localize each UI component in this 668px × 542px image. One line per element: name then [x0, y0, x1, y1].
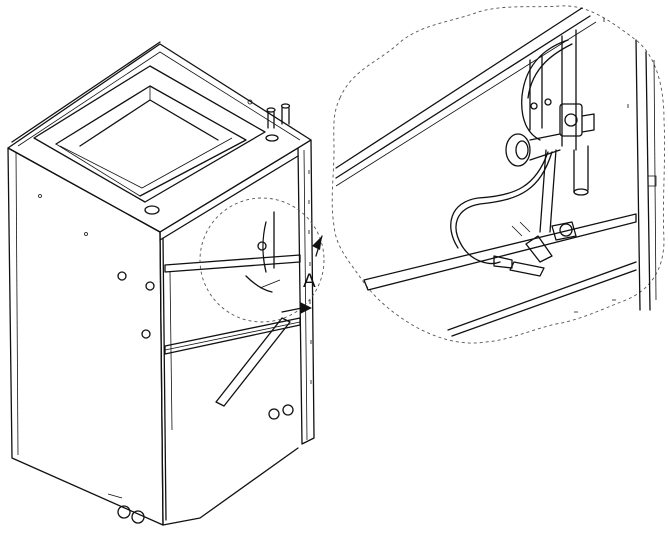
diagonal-brace: [215, 317, 291, 407]
refrigerant-tube: [529, 55, 543, 131]
sensing-bulb: [505, 133, 531, 167]
air-handler-cabinet: [7, 41, 325, 526]
cabinet-left-panel: [7, 147, 164, 526]
cabinet-rail-lower: [164, 317, 301, 355]
detail-callout-circle: [199, 197, 325, 323]
capillary-sweep: [455, 151, 553, 265]
cabinet-rail-upper: [164, 254, 301, 273]
detail-callout-label: A: [303, 271, 316, 292]
detail-cabinet-edge: [335, 7, 583, 169]
top-opening-box: [33, 65, 266, 203]
cabinet-top-frame: [7, 43, 312, 233]
detail-view-a: [331, 5, 666, 344]
capillary-tube: [521, 39, 569, 141]
cabinet-front-post: [297, 139, 315, 445]
detail-boundary: [331, 5, 666, 344]
expansion-valve: [559, 103, 583, 137]
detail-rail: [363, 213, 637, 291]
